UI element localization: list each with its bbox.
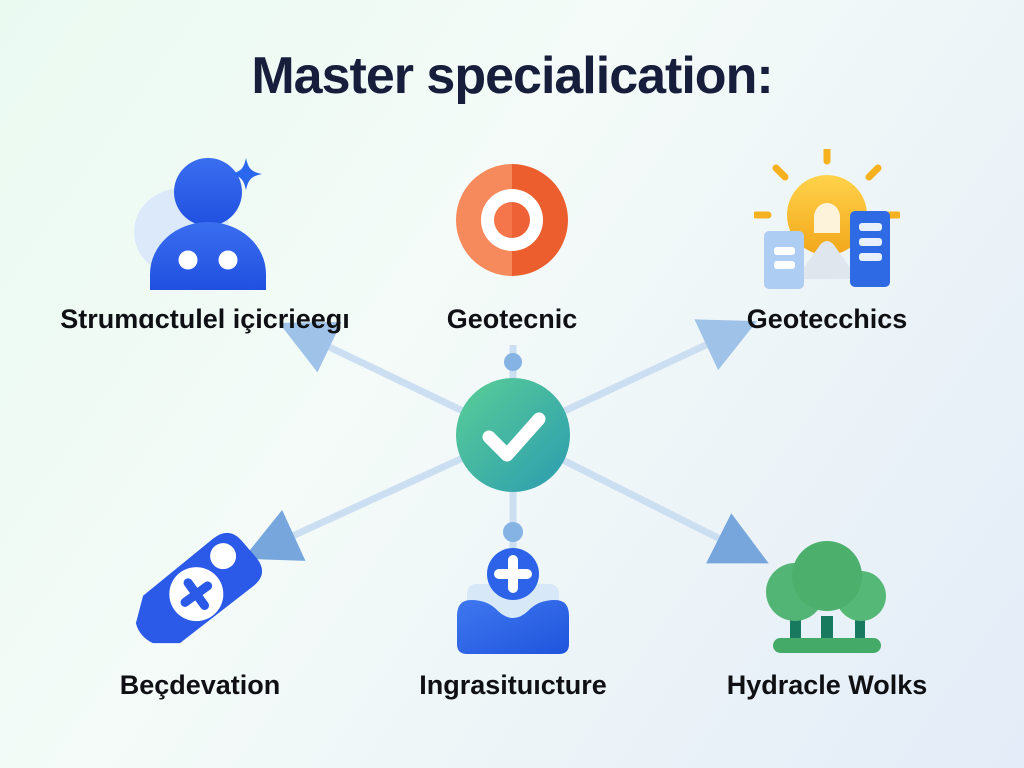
target-icon — [456, 164, 568, 276]
node-label: Strumɑctulel içicrieegı — [60, 304, 350, 334]
node-structural-engineering: Strumɑctulel içicrieegı — [20, 150, 390, 335]
trees-icon — [766, 541, 886, 653]
person-sparkle-icon — [134, 158, 266, 290]
node-geotechnics: Geotecchics — [667, 149, 987, 335]
node-label: Hydracle Wolks — [726, 670, 928, 700]
node-infrastructure: Ingrasituıcture — [373, 536, 653, 701]
node-label: Beçdevation — [119, 670, 281, 700]
tray-medical-cross-icon — [457, 548, 569, 654]
node-label: Ingrasituıcture — [419, 670, 607, 700]
building-left — [764, 231, 804, 289]
node-excavation: Beçdevation — [60, 522, 340, 701]
spoke-up-node — [504, 353, 522, 371]
building-right — [850, 211, 890, 287]
spoke-down-node — [503, 522, 523, 542]
tag-plus-icon — [135, 532, 263, 644]
node-hydraulic-works: Hydracle Wolks — [687, 524, 967, 701]
check-circle-icon — [456, 378, 570, 492]
node-label: Geotecchics — [746, 304, 908, 334]
node-label: Geotecnic — [446, 304, 578, 334]
node-geotechnic: Geotecnic — [362, 150, 662, 335]
city-sun-icon — [754, 149, 900, 289]
sun-rays — [754, 149, 900, 219]
page-title: Master specialication: — [251, 47, 773, 105]
